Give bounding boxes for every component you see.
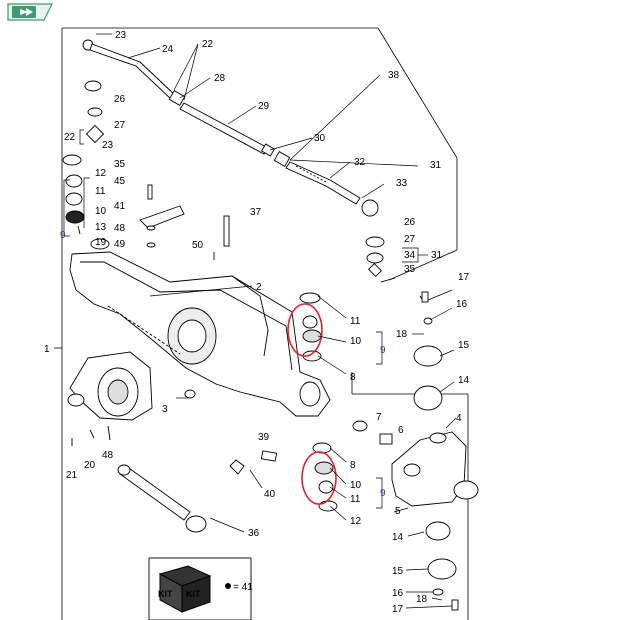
callout-14: 14 xyxy=(458,375,470,386)
callout-50: 50 xyxy=(192,240,204,251)
kit-legend: = 41 xyxy=(233,582,253,593)
callout-6: 6 xyxy=(398,425,404,436)
callout-27-right: 27 xyxy=(404,234,416,245)
right-seal-group xyxy=(299,292,338,512)
callout-27: 27 xyxy=(114,120,126,131)
left-small-parts xyxy=(62,80,396,283)
tie-rod-assembly xyxy=(82,39,379,217)
callout-12-lower: 12 xyxy=(350,516,362,527)
callout-22-top: 22 xyxy=(202,39,214,50)
callout-1: 1 xyxy=(44,344,50,355)
callout-25: 24 xyxy=(162,44,174,55)
callout-31-b: 31 xyxy=(431,250,443,261)
callout-16: 16 xyxy=(456,299,468,310)
callout-26-right: 26 xyxy=(404,217,416,228)
callout-39: 39 xyxy=(258,432,270,443)
callout-12-left: 12 xyxy=(95,168,107,179)
callout-17: 17 xyxy=(458,272,470,283)
callout-38: 38 xyxy=(388,70,400,81)
callout-11-lower: 11 xyxy=(350,494,361,505)
forward-arrow-icon xyxy=(7,3,53,21)
leader-lines xyxy=(63,33,457,609)
callout-17-lower: 17 xyxy=(392,604,404,615)
callout-14-lower: 14 xyxy=(392,532,404,543)
callout-7: 7 xyxy=(376,412,382,423)
callout-10-lower: 10 xyxy=(350,480,362,491)
callout-10-right: 10 xyxy=(350,336,362,347)
callout-35: 35 xyxy=(114,159,126,170)
callout-labels: 23 24 22 26 28 27 29 22 23 30 35 12 32 3… xyxy=(44,30,470,615)
callout-15: 15 xyxy=(458,340,470,351)
callout-28: 28 xyxy=(214,73,226,84)
group-9-right-bottom: 9 xyxy=(380,488,386,499)
callout-11-left: 11 xyxy=(95,186,106,197)
callout-33: 33 xyxy=(396,178,408,189)
callout-49: 48 xyxy=(102,450,114,461)
callout-21: 21 xyxy=(66,470,78,481)
callout-8: 8 xyxy=(350,372,356,383)
highlight-ovals xyxy=(287,303,337,505)
callout-30: 30 xyxy=(314,133,326,144)
callout-5: 5 xyxy=(395,506,401,517)
steering-knuckle xyxy=(352,291,479,611)
callout-36: 36 xyxy=(248,528,260,539)
group-9-left: 9 xyxy=(60,230,66,241)
callout-45: 41 xyxy=(114,201,126,212)
steering-cylinder xyxy=(117,450,278,533)
callout-23: 23 xyxy=(102,140,114,151)
callout-10-left: 10 xyxy=(95,206,107,217)
callout-18-lower: 18 xyxy=(416,594,428,605)
diagram-frame xyxy=(54,27,469,620)
axle-housing xyxy=(69,251,331,417)
callout-24: 23 xyxy=(115,30,127,41)
callout-3: 3 xyxy=(162,404,168,415)
callout-34: 34 xyxy=(404,250,416,261)
callout-46: 45 xyxy=(114,176,126,187)
callout-35-right: 35 xyxy=(404,264,416,275)
differential-assembly xyxy=(67,351,196,446)
kit-label-left: KIT xyxy=(158,589,173,599)
callout-40: 40 xyxy=(264,489,276,500)
callout-32: 32 xyxy=(354,157,366,168)
callout-13: 13 xyxy=(95,222,107,233)
kit-label-right: KIT xyxy=(186,589,201,599)
callout-29: 29 xyxy=(258,101,270,112)
callout-18: 18 xyxy=(396,329,408,340)
callout-26: 26 xyxy=(114,94,126,105)
callout-19: 19 xyxy=(95,237,107,248)
callout-37: 37 xyxy=(250,207,262,218)
callout-11-right: 11 xyxy=(350,316,361,327)
callout-31: 31 xyxy=(430,160,442,171)
callout-16-lower: 16 xyxy=(392,588,404,599)
callout-4: 4 xyxy=(456,413,462,424)
callout-47: 48 xyxy=(114,223,126,234)
callout-8-lower: 8 xyxy=(350,460,356,471)
forward-nav-button[interactable] xyxy=(6,3,53,21)
callout-2: 2 xyxy=(256,282,262,293)
callout-15-lower: 15 xyxy=(392,566,404,577)
kit-box xyxy=(148,557,252,620)
group-9-right-top: 9 xyxy=(380,345,386,356)
callout-20: 20 xyxy=(84,460,96,471)
callout-48: 49 xyxy=(114,239,126,250)
callout-22-left: 22 xyxy=(64,132,76,143)
